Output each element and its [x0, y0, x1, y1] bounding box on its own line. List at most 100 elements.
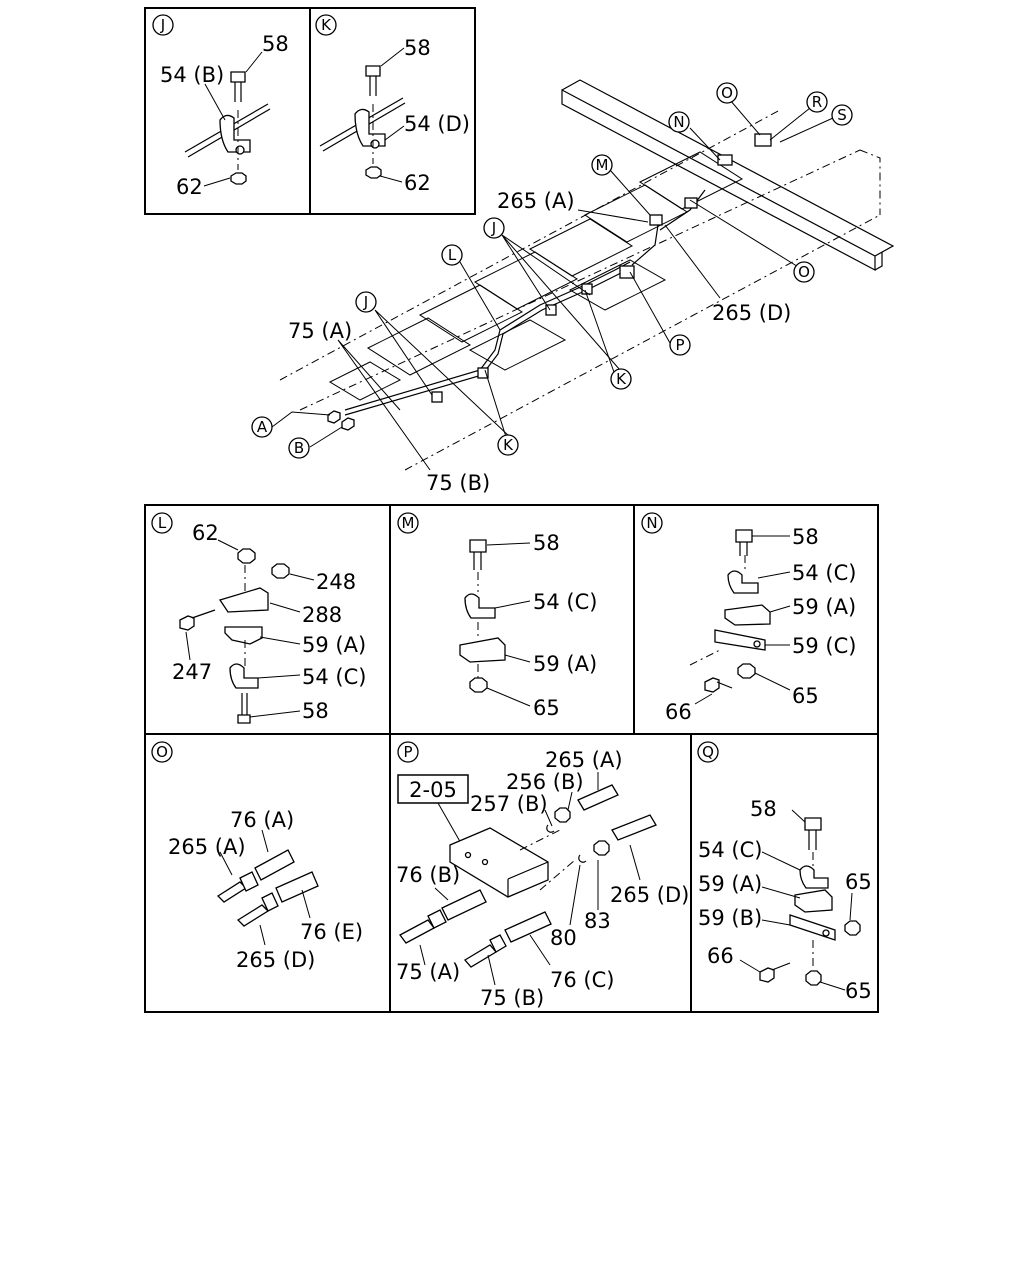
svg-text:62: 62 — [404, 171, 431, 195]
svg-text:N: N — [673, 113, 684, 131]
callout-circle-n: N — [641, 512, 663, 534]
callout-j-1: J — [355, 291, 377, 313]
svg-text:248: 248 — [316, 570, 356, 594]
svg-text:O: O — [156, 743, 168, 761]
svg-text:58: 58 — [302, 699, 329, 723]
callout-k-2: K — [610, 368, 632, 390]
svg-text:54 (C): 54 (C) — [302, 665, 366, 689]
svg-text:K: K — [503, 436, 514, 454]
svg-text:L: L — [448, 246, 457, 264]
svg-text:K: K — [616, 370, 627, 388]
callout-circle-m: M — [397, 512, 419, 534]
callout-m: M — [591, 154, 613, 176]
svg-text:O: O — [721, 84, 733, 102]
svg-text:59 (A): 59 (A) — [698, 872, 762, 896]
callout-s: S — [831, 104, 853, 126]
svg-text:59 (C): 59 (C) — [792, 634, 856, 658]
svg-text:247: 247 — [172, 660, 212, 684]
callout-circle-o: O — [151, 741, 173, 763]
svg-text:O: O — [798, 263, 810, 281]
svg-text:54 (C): 54 (C) — [533, 590, 597, 614]
svg-text:265 (A): 265 (A) — [168, 835, 246, 859]
svg-text:62: 62 — [176, 175, 203, 199]
svg-text:65: 65 — [533, 696, 560, 720]
callout-o-top: O — [716, 82, 738, 104]
callout-circle-l: L — [151, 512, 173, 534]
svg-text:75 (A): 75 (A) — [288, 319, 352, 343]
svg-text:58: 58 — [792, 525, 819, 549]
svg-text:75 (B): 75 (B) — [480, 986, 544, 1010]
svg-text:256 (B): 256 (B) — [506, 770, 584, 794]
callout-circle-j: J — [152, 14, 174, 36]
callout-l: L — [441, 244, 463, 266]
callout-p: P — [669, 334, 691, 356]
svg-text:K: K — [321, 16, 332, 34]
panel-l: L 62 248 288 59 (A) 247 54 (C) 58 — [144, 504, 391, 735]
svg-text:257 (B): 257 (B) — [470, 792, 548, 816]
svg-text:265 (D): 265 (D) — [236, 948, 315, 972]
reference-box: 2-05 — [397, 774, 469, 804]
svg-text:65: 65 — [845, 979, 872, 1003]
svg-text:M: M — [402, 514, 415, 532]
svg-text:58: 58 — [262, 32, 289, 56]
svg-text:M: M — [596, 156, 609, 174]
svg-text:265 (D): 265 (D) — [712, 301, 791, 325]
svg-text:59 (A): 59 (A) — [533, 652, 597, 676]
svg-text:265 (A): 265 (A) — [497, 189, 575, 213]
svg-text:75 (A): 75 (A) — [396, 960, 460, 984]
pipe-clamps — [431, 133, 772, 403]
svg-text:L: L — [158, 514, 167, 532]
svg-text:65: 65 — [845, 870, 872, 894]
svg-text:54 (B): 54 (B) — [160, 63, 224, 87]
panel-k: K 58 54 (D) 62 — [309, 7, 476, 215]
callout-n: N — [668, 111, 690, 133]
svg-text:J: J — [160, 16, 165, 34]
callout-a: A — [251, 416, 273, 438]
callout-circle-p: P — [397, 741, 419, 763]
svg-text:66: 66 — [665, 700, 692, 724]
panel-p: P 2-05 265 (A) 256 (B) 257 (B) 76 (B) 80… — [389, 733, 692, 1013]
svg-text:62: 62 — [192, 521, 219, 545]
bolt-58 — [230, 71, 246, 102]
svg-text:P: P — [675, 336, 684, 354]
svg-text:J: J — [491, 219, 496, 237]
callout-b: B — [288, 437, 310, 459]
svg-text:58: 58 — [750, 797, 777, 821]
svg-text:80: 80 — [550, 926, 577, 950]
svg-text:76 (A): 76 (A) — [230, 808, 294, 832]
panel-q: Q 58 54 (C) 59 (A) 65 59 (B) 66 65 — [690, 733, 879, 1013]
callout-circle-q: Q — [697, 741, 719, 763]
svg-text:58: 58 — [533, 531, 560, 555]
svg-text:B: B — [294, 439, 304, 457]
svg-text:2-05: 2-05 — [409, 778, 457, 802]
panel-o: O 76 (A) 265 (A) 76 (E) 265 (D) — [144, 733, 391, 1013]
svg-text:76 (C): 76 (C) — [550, 968, 614, 992]
svg-text:65: 65 — [792, 684, 819, 708]
svg-text:54 (C): 54 (C) — [792, 561, 856, 585]
callout-circle-k: K — [315, 14, 337, 36]
svg-text:N: N — [646, 514, 657, 532]
callout-j-2: J — [483, 217, 505, 239]
panel-n: N 58 54 (C) 59 (A) 59 (C) 65 66 — [633, 504, 879, 735]
svg-text:76 (E): 76 (E) — [300, 920, 363, 944]
callout-k-1: K — [497, 434, 519, 456]
svg-text:76 (B): 76 (B) — [396, 863, 460, 887]
callout-r: R — [806, 91, 828, 113]
svg-text:59 (A): 59 (A) — [792, 595, 856, 619]
svg-text:265 (A): 265 (A) — [545, 748, 623, 772]
svg-text:S: S — [837, 106, 847, 124]
svg-text:54 (C): 54 (C) — [698, 838, 762, 862]
svg-text:59 (A): 59 (A) — [302, 633, 366, 657]
svg-text:288: 288 — [302, 603, 342, 627]
panel-m: M 58 54 (C) 59 (A) 65 — [389, 504, 635, 735]
svg-text:R: R — [812, 93, 822, 111]
svg-text:75 (B): 75 (B) — [426, 471, 490, 495]
svg-text:59 (B): 59 (B) — [698, 906, 762, 930]
svg-text:A: A — [257, 418, 268, 436]
overview-assembly: J J K K L M N O O P R S A B 265 (A) 265 … — [251, 79, 895, 495]
svg-text:66: 66 — [707, 944, 734, 968]
svg-text:265 (D): 265 (D) — [610, 883, 689, 907]
svg-text:P: P — [403, 743, 412, 761]
panel-j: J 58 54 (B) 62 — [144, 7, 311, 215]
